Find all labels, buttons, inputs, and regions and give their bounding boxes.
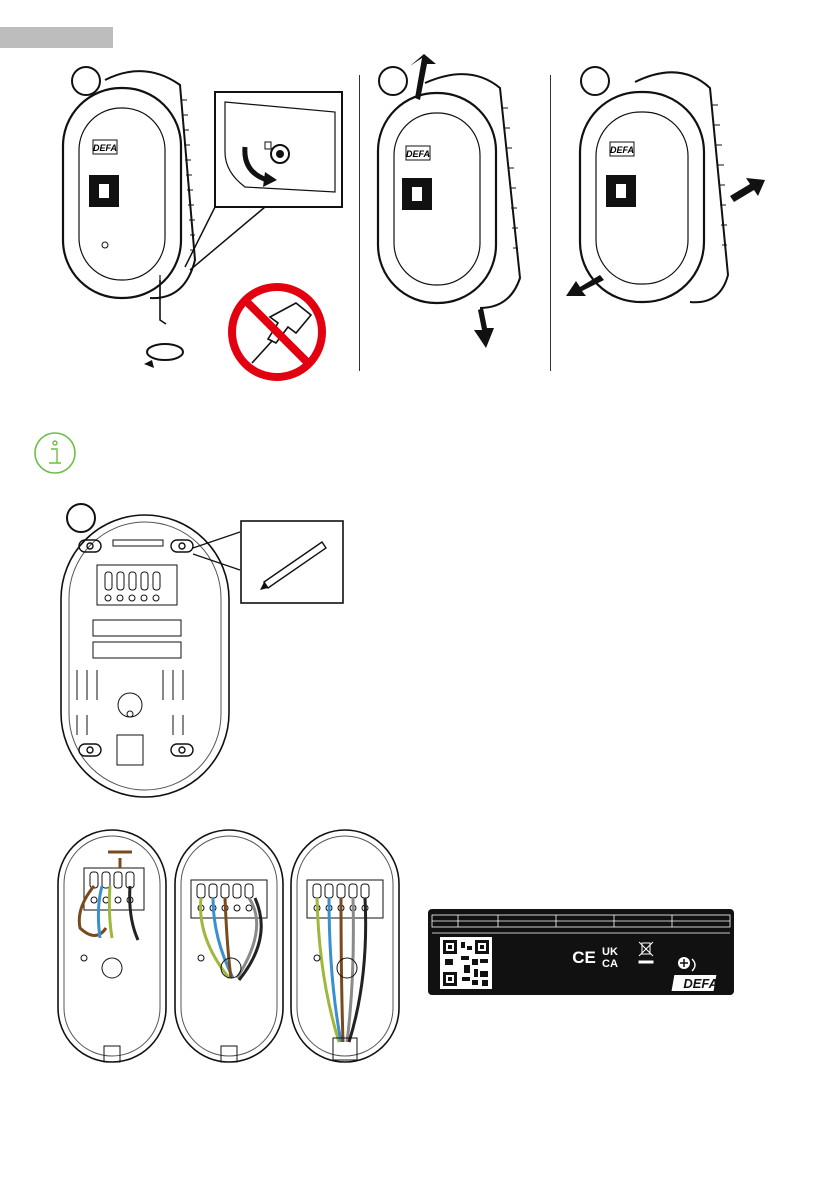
brand-logo: DEFA	[610, 145, 634, 155]
product-rating-label: CE UK CA DEFA	[428, 909, 734, 995]
arrow-down-icon	[474, 308, 494, 348]
charger-lift-illustration: DEFA	[370, 58, 540, 358]
wiring-diagram-2	[173, 828, 285, 1064]
backplate-illustration	[55, 510, 235, 800]
brand-logo: DEFA	[93, 143, 117, 153]
panel-divider-1	[359, 75, 360, 371]
ukca-mark-bottom: CA	[602, 958, 618, 970]
charger-pull-illustration: DEFA	[560, 60, 770, 310]
section-tab	[0, 27, 113, 48]
no-drill-icon	[226, 281, 328, 383]
qr-code-icon	[440, 937, 492, 989]
info-icon	[32, 430, 78, 476]
panel-divider-2	[550, 75, 551, 371]
ukca-mark-top: UK	[602, 946, 618, 958]
zoom-callout-lock	[185, 92, 345, 272]
brand-logo-label: DEFA	[683, 976, 718, 991]
brand-logo: DEFA	[406, 149, 430, 159]
hex-key-illustration	[140, 280, 190, 375]
wiring-diagram-3	[289, 828, 401, 1064]
arrow-out-icon	[730, 178, 765, 202]
rotate-arrow-icon	[144, 360, 154, 368]
pencil-callout	[240, 520, 344, 604]
wiring-diagram-1	[56, 828, 168, 1064]
ce-mark: CE	[572, 948, 596, 967]
